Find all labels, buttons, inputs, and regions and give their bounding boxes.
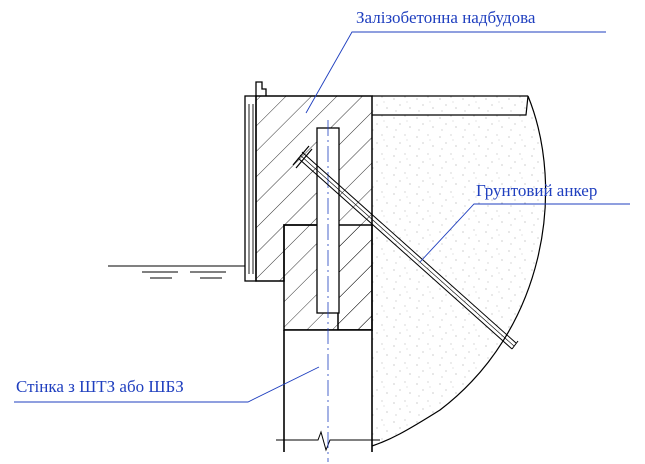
- facing-strip: [244, 95, 257, 282]
- leader-lines: [14, 31, 630, 403]
- soil-boundary-line: [371, 95, 547, 447]
- wall-label: Стінка з ШТЗ або ШБЗ: [16, 377, 184, 396]
- soil-backfill: [372, 96, 545, 446]
- parapet: [255, 81, 267, 96]
- break-mark: [276, 430, 380, 452]
- superstructure-label: Залізобетонна надбудова: [356, 8, 536, 27]
- ground-anchor-label: Грунтовий анкер: [476, 181, 598, 200]
- water-level: [108, 265, 245, 279]
- ground-anchor: [292, 145, 519, 350]
